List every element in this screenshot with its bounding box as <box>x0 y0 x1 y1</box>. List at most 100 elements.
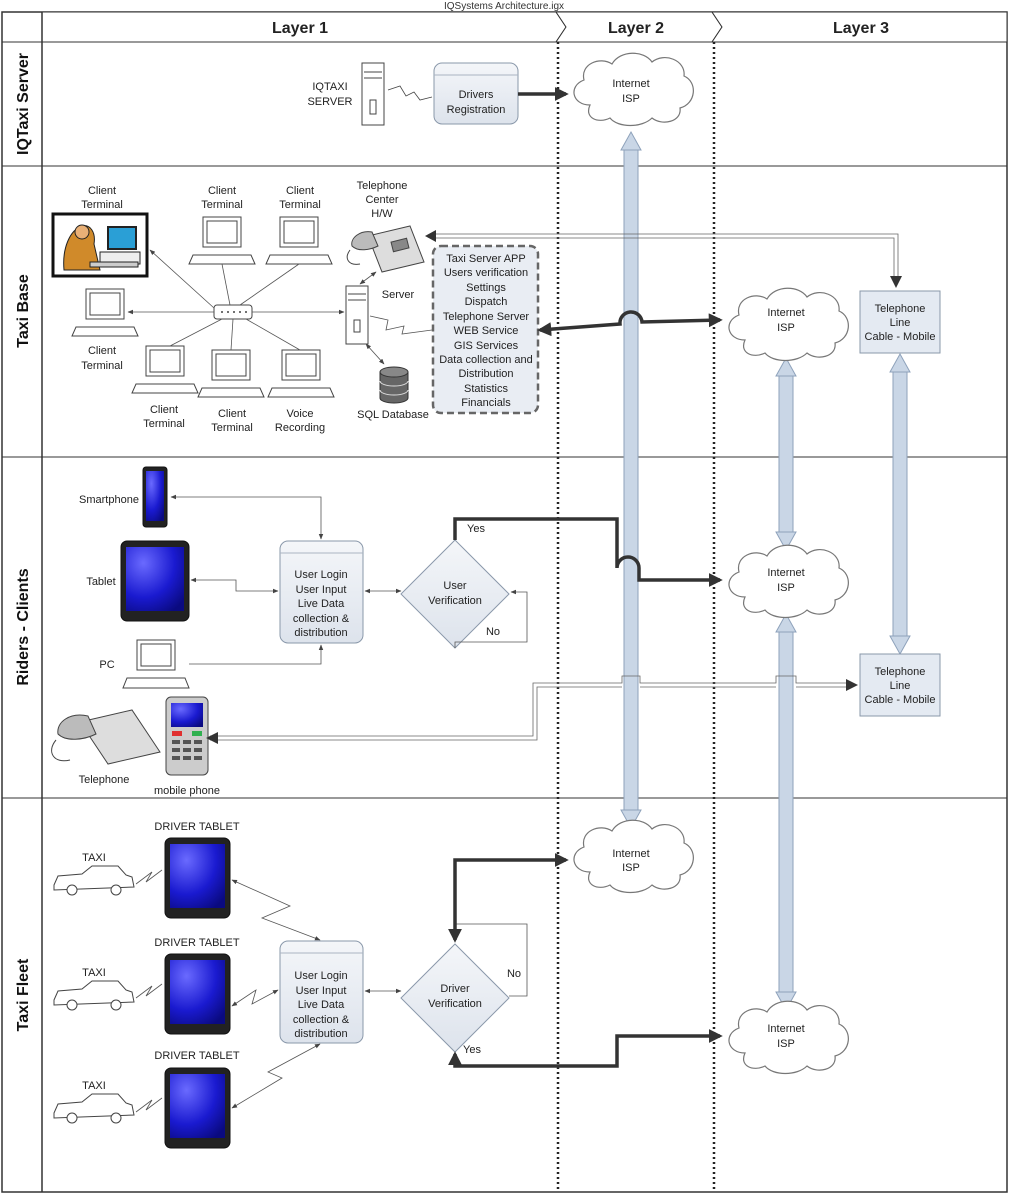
lane-label-taxi-base: Taxi Base <box>15 274 32 348</box>
svg-text:Driver: Driver <box>440 983 470 995</box>
yes-label: Yes <box>463 1044 481 1056</box>
voice-recording-label: Voice <box>287 408 314 420</box>
svg-text:Line: Line <box>890 317 911 329</box>
svg-text:Cable - Mobile: Cable - Mobile <box>865 694 936 706</box>
svg-text:Distribution: Distribution <box>458 368 513 380</box>
server-icon <box>345 285 369 345</box>
client-terminal-label: Client <box>286 185 314 197</box>
connector-arrow <box>846 679 858 691</box>
zigzag-link <box>135 983 163 999</box>
pipe-layer2 <box>620 130 642 830</box>
zigzag-link <box>387 85 433 101</box>
svg-text:Internet: Internet <box>767 1023 804 1035</box>
driver-tablet-icon <box>164 837 231 919</box>
voice-recording-label: Recording <box>275 422 325 434</box>
rider-device-links <box>170 494 402 665</box>
svg-text:Internet: Internet <box>612 78 649 90</box>
telephone-center-icon <box>346 225 425 273</box>
zigzag-link <box>135 1097 163 1113</box>
svg-text:Statistics: Statistics <box>464 383 509 395</box>
server-db-link <box>365 343 385 365</box>
layer-1-label: Layer 1 <box>272 20 328 37</box>
svg-text:Internet: Internet <box>767 567 804 579</box>
client-terminal-label: Client <box>150 404 178 416</box>
svg-text:Drivers: Drivers <box>459 89 494 101</box>
svg-text:Financials: Financials <box>461 397 511 409</box>
svg-text:collection &: collection & <box>293 613 350 625</box>
taxi-car-icon <box>53 980 135 1011</box>
client-terminal-icon <box>71 288 139 337</box>
smartphone-icon <box>142 466 168 528</box>
yes-label: Yes <box>467 523 485 535</box>
mobile-phone-label: mobile phone <box>154 785 220 797</box>
client-terminal-label: Client <box>218 408 246 420</box>
network-hub-icon <box>213 304 253 320</box>
telephone-line-box: Telephone Line Cable - Mobile <box>859 290 941 354</box>
no-label: No <box>507 968 521 980</box>
connector-arrow <box>206 732 218 744</box>
zigzag-link <box>369 315 433 335</box>
iqtaxi-server-label: SERVER <box>307 96 352 108</box>
svg-text:Telephone: Telephone <box>875 666 926 678</box>
client-terminal-icon <box>188 216 256 265</box>
svg-text:Telephone: Telephone <box>875 303 926 315</box>
svg-text:Dispatch: Dispatch <box>465 296 508 308</box>
driver-tablet-icon <box>164 953 231 1035</box>
driver-tablet-label: DRIVER TABLET <box>154 937 239 949</box>
connector-telephone-phones <box>210 675 852 741</box>
cloud-internet-isp: Internet ISP <box>573 52 694 127</box>
svg-text:GIS Services: GIS Services <box>454 340 519 352</box>
pipe-layer3-b <box>775 612 797 1012</box>
svg-text:Verification: Verification <box>428 595 482 607</box>
svg-text:Live Data: Live Data <box>298 598 345 610</box>
svg-text:WEB Service: WEB Service <box>454 325 519 337</box>
telephone-center-label: Center <box>365 194 398 206</box>
client-terminal-label: Terminal <box>279 199 321 211</box>
driver-tablet-label: DRIVER TABLET <box>154 1050 239 1062</box>
pc-icon <box>122 639 190 689</box>
iqtaxi-server-label: IQTAXI <box>312 81 347 93</box>
driver-tablet-icon <box>164 1067 231 1149</box>
cloud-internet-isp: Internet ISP <box>728 287 849 362</box>
telephone-line-box: Telephone Line Cable - Mobile <box>859 653 941 717</box>
client-terminal-label: Terminal <box>81 360 123 372</box>
client-terminal-label: Terminal <box>211 422 253 434</box>
client-terminal-icon <box>131 345 199 394</box>
connector-verification-internet <box>453 517 723 587</box>
telephone-icon <box>51 709 161 765</box>
tablet-label: Tablet <box>86 576 115 588</box>
lane-label-taxi-fleet: Taxi Fleet <box>15 958 32 1031</box>
telephone-label: Telephone <box>79 774 130 786</box>
client-terminal-icon <box>265 216 333 265</box>
operator-picture <box>51 212 149 278</box>
taxi-car-icon <box>53 865 135 896</box>
connector-arrow <box>890 276 902 288</box>
svg-text:Taxi Server APP: Taxi Server APP <box>446 253 525 265</box>
svg-text:Telephone Server: Telephone Server <box>443 311 530 323</box>
client-terminal-label: Client <box>88 185 116 197</box>
svg-text:Users verification: Users verification <box>444 267 528 279</box>
svg-text:User Input: User Input <box>296 584 347 596</box>
client-terminal-label: Terminal <box>143 418 185 430</box>
svg-text:ISP: ISP <box>777 582 795 594</box>
svg-text:Cable - Mobile: Cable - Mobile <box>865 331 936 343</box>
driver-login-box: User Login User Input Live Data collecti… <box>279 940 364 1044</box>
client-terminal-label: Terminal <box>81 199 123 211</box>
server-label: Server <box>382 289 415 301</box>
connector-driver-verification-internet <box>448 1029 723 1068</box>
pipe-layer3-a <box>775 356 797 552</box>
tablet-icon <box>120 540 190 622</box>
driver-verification-diamond: Driver Verification <box>400 943 510 1053</box>
client-terminal-icon <box>197 349 265 398</box>
svg-text:User: User <box>443 580 467 592</box>
layer-2-label: Layer 2 <box>608 20 664 37</box>
svg-text:collection &: collection & <box>293 1014 350 1026</box>
taxi-label: TAXI <box>82 967 106 979</box>
svg-text:ISP: ISP <box>777 322 795 334</box>
svg-text:ISP: ISP <box>622 93 640 105</box>
taxi-label: TAXI <box>82 852 106 864</box>
iqtaxi-server-icon <box>361 62 385 126</box>
taxi-car-icon <box>53 1093 135 1124</box>
sql-database-icon <box>379 366 409 404</box>
